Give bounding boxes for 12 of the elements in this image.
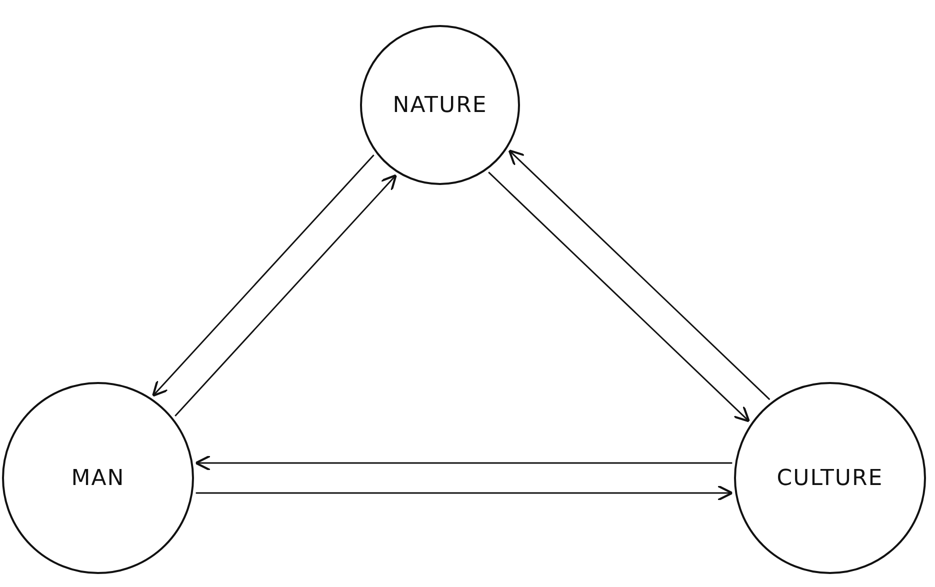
arrow xyxy=(174,174,397,417)
circle-node xyxy=(2,382,194,574)
node-label: NATURE xyxy=(392,92,488,118)
arrow xyxy=(488,172,750,422)
arrow xyxy=(152,154,374,397)
arrow xyxy=(194,454,732,472)
circle-node xyxy=(734,382,926,574)
node-label: CULTURE xyxy=(776,466,884,490)
circle-node xyxy=(360,25,520,185)
arrow xyxy=(196,484,734,502)
node-label: MAN xyxy=(71,466,125,490)
arrow xyxy=(508,150,770,400)
